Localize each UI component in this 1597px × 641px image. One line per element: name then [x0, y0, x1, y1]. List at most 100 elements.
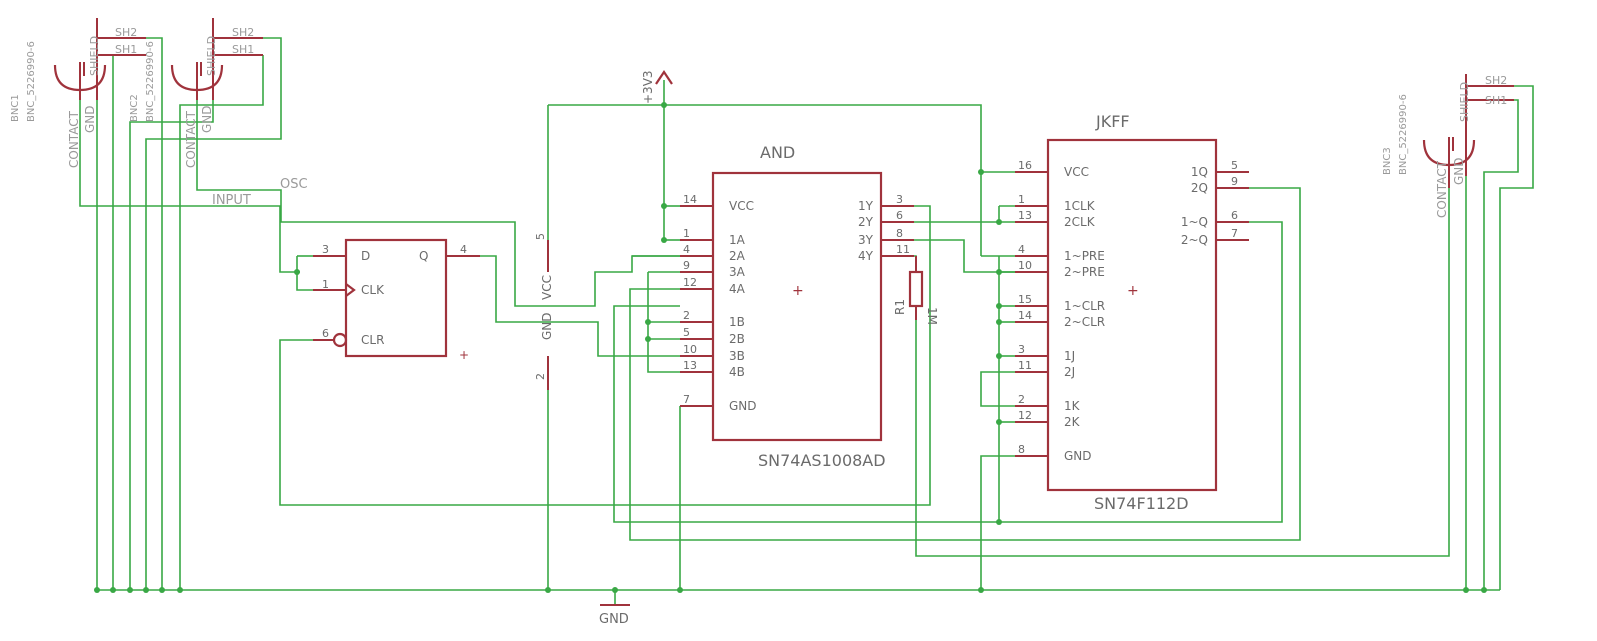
and-pin-name: 3B	[729, 349, 745, 363]
junctions	[94, 102, 1487, 593]
bnc3-gnd-label: GND	[1452, 157, 1466, 185]
jkff-pin-name: 2J	[1064, 365, 1075, 379]
bnc3-sh1-wire	[1466, 99, 1519, 590]
junction-dot	[1463, 587, 1469, 593]
and-pin-name: 4A	[729, 282, 746, 296]
jkff-pin-num: 1	[1018, 193, 1025, 206]
jkff-pin-num: 3	[1018, 343, 1025, 356]
bnc2-sh1-wire	[179, 55, 264, 590]
dff-pin-name: D	[361, 249, 370, 263]
and-pin-num: 8	[896, 227, 903, 240]
junction-dot	[143, 587, 149, 593]
and-pin-name: 4Y	[858, 249, 874, 263]
and-4a-wire	[629, 187, 1301, 541]
and-pin-name: VCC	[729, 199, 754, 213]
junction-dot	[661, 102, 667, 108]
junction-dot	[978, 587, 984, 593]
jkff-pin-name: 2Q	[1191, 181, 1208, 195]
jkff-part-number: SN74F112D	[1094, 494, 1189, 513]
and-pin-name: 2B	[729, 332, 745, 346]
junction-dot	[996, 353, 1002, 359]
junction-dot	[978, 169, 984, 175]
and-pin-num: 11	[896, 243, 910, 256]
dff-body	[344, 238, 448, 358]
gnd-symbol[interactable]: GND	[599, 604, 630, 627]
junction-dot	[645, 319, 651, 325]
dff-pin-num: 1	[322, 278, 329, 291]
and-pin-num: 5	[683, 326, 690, 339]
jkff-pin-num: 5	[1231, 159, 1238, 172]
jkff-pin-num: 4	[1018, 243, 1025, 256]
resistor-r1[interactable]: R1 1M	[893, 256, 939, 325]
jkff-pin-name: 2~PRE	[1064, 265, 1105, 279]
jkff-pin-name: 1~CLR	[1064, 299, 1105, 313]
jkff-pin-num: 8	[1018, 443, 1025, 456]
origin-cross-icon: +	[1127, 283, 1139, 299]
bnc3-contact-label: CONTACT	[1435, 160, 1449, 218]
jkff-gnd-wire	[980, 455, 1015, 590]
bnc2-part: BNC_5226990-6	[145, 41, 156, 122]
junction-dot	[159, 587, 165, 593]
jkff-pin-name: 1J	[1064, 349, 1075, 363]
and-title: AND	[760, 143, 795, 162]
jkff-pin-num: 2	[1018, 393, 1025, 406]
vcc-top	[548, 104, 982, 256]
supply-label: +3V3	[641, 70, 655, 104]
power-pin-num: 2	[534, 373, 547, 380]
junction-dot	[996, 419, 1002, 425]
jkff-pin-num: 16	[1018, 159, 1032, 172]
power-gnd-label: GND	[540, 312, 554, 340]
and-pin-num: 7	[683, 393, 690, 406]
bnc1-part: BNC_5226990-6	[26, 41, 37, 122]
and-pin-name: 1Y	[858, 199, 874, 213]
and-part-number: SN74AS1008AD	[758, 451, 886, 470]
gnd-label: GND	[599, 612, 629, 627]
bnc1-gnd-label: GND	[83, 105, 97, 133]
jkff-pin-name: 1CLK	[1064, 199, 1096, 213]
bnc2-contact-wire	[196, 100, 712, 307]
and-chip-body	[711, 171, 883, 442]
and-3y-wire	[912, 239, 1015, 273]
resistor-body-icon	[908, 270, 924, 308]
origin-cross-icon: +	[459, 348, 469, 362]
power-vcc-label: VCC	[540, 275, 554, 300]
bnc2-contact-label: CONTACT	[184, 110, 198, 168]
power-pins[interactable]: 5 2 VCC GND	[534, 233, 554, 390]
jkff-title: JKFF	[1095, 112, 1130, 131]
junction-dot	[996, 519, 1002, 525]
jkff-pin-num: 14	[1018, 309, 1032, 322]
d-flipflop[interactable]: 3 1 6 4 D CLK CLR Q +	[313, 238, 480, 362]
bnc3-part: BNC_5226990-6	[1398, 94, 1409, 175]
r1-bottom-wire	[915, 188, 1450, 557]
and-pin-num: 1	[683, 227, 690, 240]
supply-3v3[interactable]: +3V3	[641, 70, 673, 104]
jkff-2j-wire	[980, 371, 1015, 407]
bnc1-name: BNC1	[10, 94, 21, 122]
bnc2-connector[interactable]: BNC2 BNC_5226990-6 CONTACT GND SHIELD SH…	[129, 18, 263, 168]
dff-pin-name: CLR	[361, 333, 384, 347]
jkff-pin-name: 2CLK	[1064, 215, 1096, 229]
bnc1-sh2-label: SH2	[115, 26, 137, 39]
dff-pin-name: CLK	[361, 283, 385, 297]
dff-q-wire	[480, 255, 680, 357]
bnc1-shield-wire	[146, 37, 163, 590]
bnc3-connector[interactable]: BNC3 BNC_5226990-6 CONTACT GND SHIELD SH…	[1382, 74, 1514, 218]
junction-dot	[110, 587, 116, 593]
and-pin-name: 3A	[729, 265, 746, 279]
r1-value: 1M	[925, 307, 939, 325]
inversion-bubble-icon	[332, 332, 348, 348]
bnc1-connector[interactable]: BNC1 BNC_5226990-6 CONTACT GND SHIELD SH…	[10, 18, 146, 168]
jkff-pin-num: 7	[1231, 227, 1238, 240]
and-pin-num: 12	[683, 276, 697, 289]
origin-cross-icon: +	[792, 283, 804, 299]
dff-pin-name: Q	[419, 249, 428, 263]
junction-dot	[996, 219, 1002, 225]
bnc1-contact-wire	[79, 100, 300, 273]
and-pin-name: 2Y	[858, 215, 874, 229]
bnc3-sh2-label: SH2	[1485, 74, 1507, 87]
